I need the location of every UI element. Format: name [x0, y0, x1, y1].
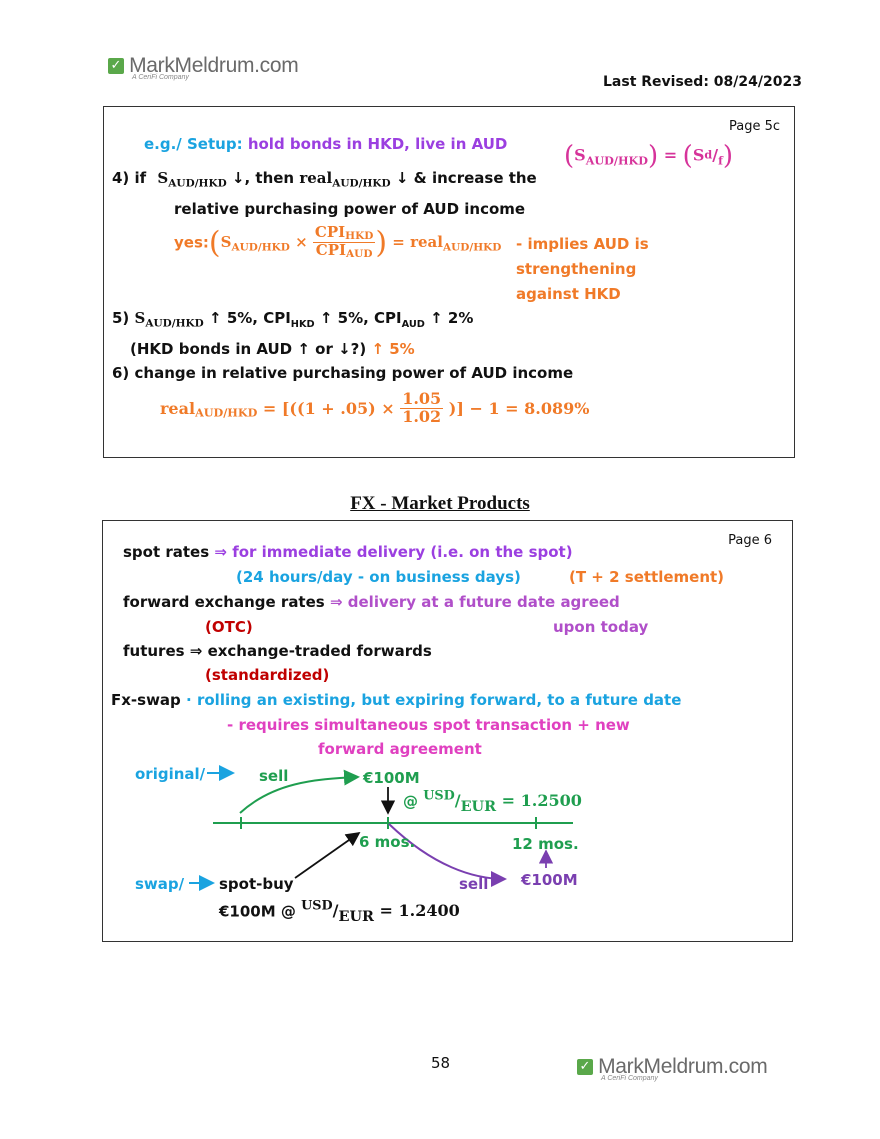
six-months-label: 6 mos. [359, 833, 416, 851]
footer-logo: ✓ MarkMeldrum.com A CeriFi Company [577, 1055, 768, 1082]
swap-timeline-diagram [189, 765, 573, 891]
page-label-5c: Page 5c [728, 119, 780, 134]
sell-bottom-label: sell [459, 875, 489, 893]
implies-line-2: strengthening [516, 260, 637, 278]
setup-line: e.g./ Setup: hold bonds in HKD, live in … [144, 135, 507, 153]
eur-top-label: €100M [363, 769, 420, 787]
rate-top: @ USD/EUR = 1.2500 [403, 789, 582, 816]
forward-otc: (OTC) [205, 618, 253, 636]
spot-settlement: (T + 2 settlement) [569, 568, 725, 586]
page-6-box: Page 6 spot rates ⇒ for immediate delive… [102, 520, 793, 942]
eur-bottom-label: €100M [521, 871, 578, 889]
twelve-months-label: 12 mos. [512, 835, 579, 853]
page-number: 58 [431, 1054, 451, 1072]
sell-top-label: sell [259, 767, 289, 785]
spot-buy-label: spot-buy [219, 875, 294, 893]
section-title: FX - Market Products [350, 493, 530, 514]
fx-swap-forward-agreement: forward agreement [318, 740, 482, 758]
s-equivalence-formula: (SAUD/HKD) = (Sd/f) [564, 141, 734, 171]
forward-today: upon today [553, 618, 649, 636]
spot-buy-arrow [294, 831, 361, 879]
checkmark-icon: ✓ [108, 58, 124, 74]
swap-label: swap/ [135, 875, 185, 893]
line-6: 6) change in relative purchasing power o… [112, 364, 574, 382]
line-4-continued: relative purchasing power of AUD income [174, 200, 526, 218]
line-5: 5) SAUD/HKD ↑ 5%, CPIHKD ↑ 5%, CPIAUD ↑ … [112, 309, 474, 330]
futures-standardized: (standardized) [205, 666, 330, 684]
rate-bottom: €100M @ USD/EUR = 1.2400 [219, 899, 460, 926]
logo-subtitle: A CeriFi Company [132, 74, 189, 81]
setup-label: e.g./ Setup: [144, 135, 243, 153]
line-5-question: (HKD bonds in AUD ↑ or ↓?) ↑ 5% [130, 340, 415, 358]
implies-line-1: - implies AUD is [516, 235, 649, 253]
logo-text: MarkMeldrum.com [129, 54, 299, 77]
last-revised: Last Revised: 08/24/2023 [603, 74, 802, 90]
page-label-6: Page 6 [728, 533, 772, 548]
footer-logo-subtitle: A CeriFi Company [601, 1075, 658, 1082]
spot-rates-line: spot rates ⇒ for immediate delivery (i.e… [123, 543, 573, 561]
implies-line-3: against HKD [516, 285, 621, 303]
setup-text: hold bonds in HKD, live in AUD [247, 135, 508, 153]
sell-curve-top [239, 769, 360, 814]
page-5c-box: Page 5c e.g./ Setup: hold bonds in HKD, … [103, 106, 795, 458]
footer-logo-text: MarkMeldrum.com [598, 1055, 768, 1078]
futures-line: futures ⇒ exchange-traded forwards [123, 642, 432, 660]
original-label: original/ [135, 765, 206, 783]
forward-rates-line: forward exchange rates ⇒ delivery at a f… [123, 593, 620, 611]
checkmark-icon: ✓ [577, 1059, 593, 1075]
fx-swap-requires: - requires simultaneous spot transaction… [227, 716, 630, 734]
spot-hours: (24 hours/day - on business days) [236, 568, 521, 586]
line-4: 4) if SAUD/HKD ↓, then realAUD/HKD ↓ & i… [112, 169, 537, 190]
sell-curve-bottom [388, 823, 507, 887]
header-logo: ✓ MarkMeldrum.com A CeriFi Company [108, 54, 299, 81]
fx-swap-line: Fx-swap · rolling an existing, but expir… [111, 691, 682, 709]
